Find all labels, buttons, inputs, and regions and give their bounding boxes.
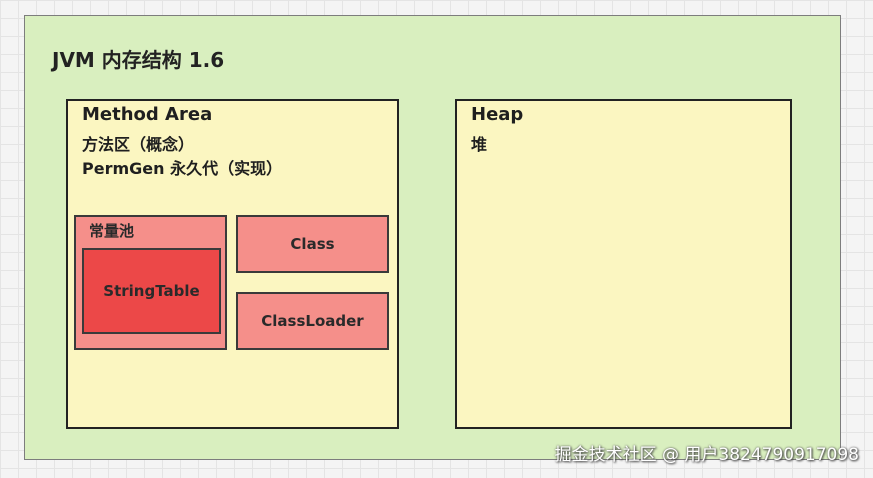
- diagram-title: JVM 内存结构 1.6: [52, 48, 225, 72]
- method-area-concept: 方法区（概念）: [82, 135, 195, 154]
- heap-subtitle: 堆: [471, 135, 488, 154]
- watermark: 掘金技术社区 @ 用户3824790917098: [554, 445, 859, 465]
- heap-panel: [455, 99, 792, 429]
- string-table-label: StringTable: [103, 282, 200, 300]
- method-area-title: Method Area: [82, 104, 213, 125]
- method-area-impl: PermGen 永久代（实现）: [82, 159, 283, 178]
- heap-title: Heap: [471, 104, 524, 125]
- classloader-box: ClassLoader: [236, 292, 389, 350]
- class-label: Class: [290, 235, 335, 253]
- constant-pool-label: 常量池: [89, 222, 135, 240]
- classloader-label: ClassLoader: [261, 312, 364, 330]
- class-box: Class: [236, 215, 389, 273]
- string-table-box: StringTable: [82, 248, 221, 334]
